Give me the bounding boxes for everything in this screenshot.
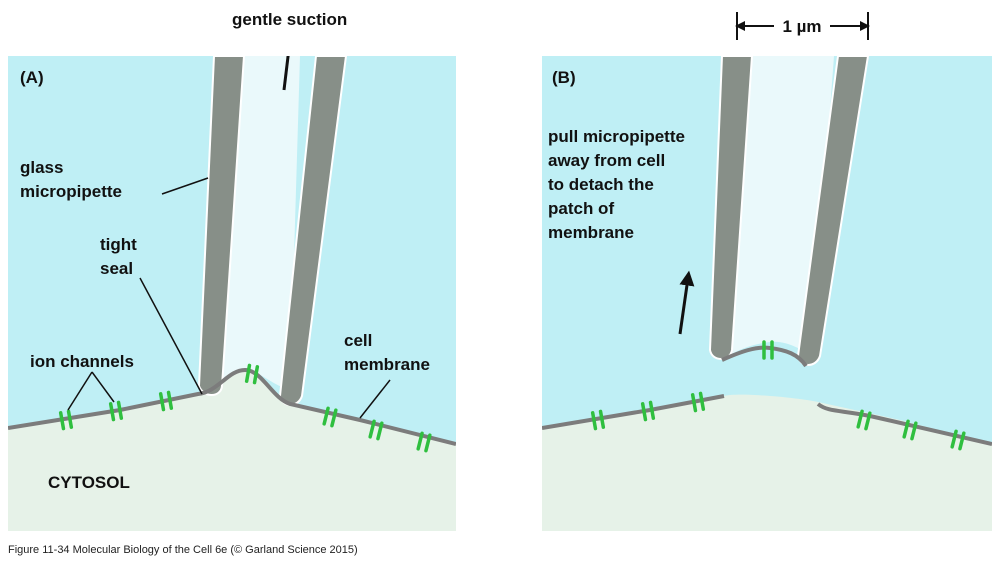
ion-channel (58, 409, 74, 431)
panel-b-cytosol (542, 394, 992, 531)
cell-membrane-label-line: membrane (344, 355, 430, 374)
instruction-line: pull micropipette (548, 127, 685, 146)
panel-b: (B) pull micropipette away from cell to … (542, 56, 992, 531)
ion-channel (368, 419, 384, 441)
seal-label-line: tight (100, 235, 137, 254)
panel-b-ion-channels (590, 340, 966, 451)
panel-a-label: (A) (20, 68, 44, 87)
panel-b-cell-membrane-left (542, 394, 725, 430)
membrane-leader-line (359, 379, 391, 419)
ion-channel (158, 390, 174, 412)
cytosol-label: CYTOSOL (48, 473, 130, 492)
channels-leader-line-2 (91, 371, 115, 403)
figure-caption: Figure 11-34 Molecular Biology of the Ce… (8, 544, 358, 556)
pipette-leader-line (161, 177, 209, 195)
ion-channel (856, 409, 872, 431)
scale-bar-label: 1 µm (782, 17, 821, 36)
cell-membrane-label: cell membrane (344, 331, 430, 374)
ion-channel (762, 340, 774, 360)
panel-b-label: (B) (552, 68, 576, 87)
ion-channel (590, 409, 606, 431)
suction-arrow (282, 56, 290, 91)
pipette-label-line: micropipette (20, 182, 122, 201)
ion-channel (244, 363, 260, 385)
instruction-line: away from cell (548, 151, 665, 170)
ion-channel (416, 431, 432, 453)
panel-a-pipette-left-wall (197, 56, 246, 396)
pull-instruction: pull micropipette away from cell to deta… (548, 127, 690, 242)
panel-a-leader-lines (67, 177, 391, 419)
scale-bar (735, 12, 870, 40)
ion-channel (690, 391, 706, 413)
channels-leader-line-1 (67, 371, 93, 411)
ion-channel (902, 419, 918, 441)
pull-arrow (678, 270, 695, 335)
pipette-label-line: glass (20, 158, 63, 177)
panel-a-ion-channels (58, 363, 432, 453)
cell-membrane-label-line: cell (344, 331, 372, 350)
instruction-line: membrane (548, 223, 634, 242)
panel-a-cell-membrane (8, 367, 456, 446)
seal-leader-line (139, 277, 203, 395)
seal-label: tight seal (100, 235, 142, 278)
panel-a: (A) glass micropipette tight seal ion ch… (8, 56, 456, 531)
instruction-line: patch of (548, 199, 614, 218)
pipette-label: glass micropipette (20, 158, 122, 201)
ion-channel (950, 429, 966, 451)
instruction-line: to detach the (548, 175, 654, 194)
suction-label: gentle suction (232, 10, 347, 29)
ion-channels-label: ion channels (30, 352, 134, 371)
ion-channel (108, 400, 124, 422)
detached-membrane-patch (721, 345, 808, 368)
seal-label-line: seal (100, 259, 133, 278)
ion-channel (322, 406, 338, 428)
ion-channel (640, 400, 656, 422)
